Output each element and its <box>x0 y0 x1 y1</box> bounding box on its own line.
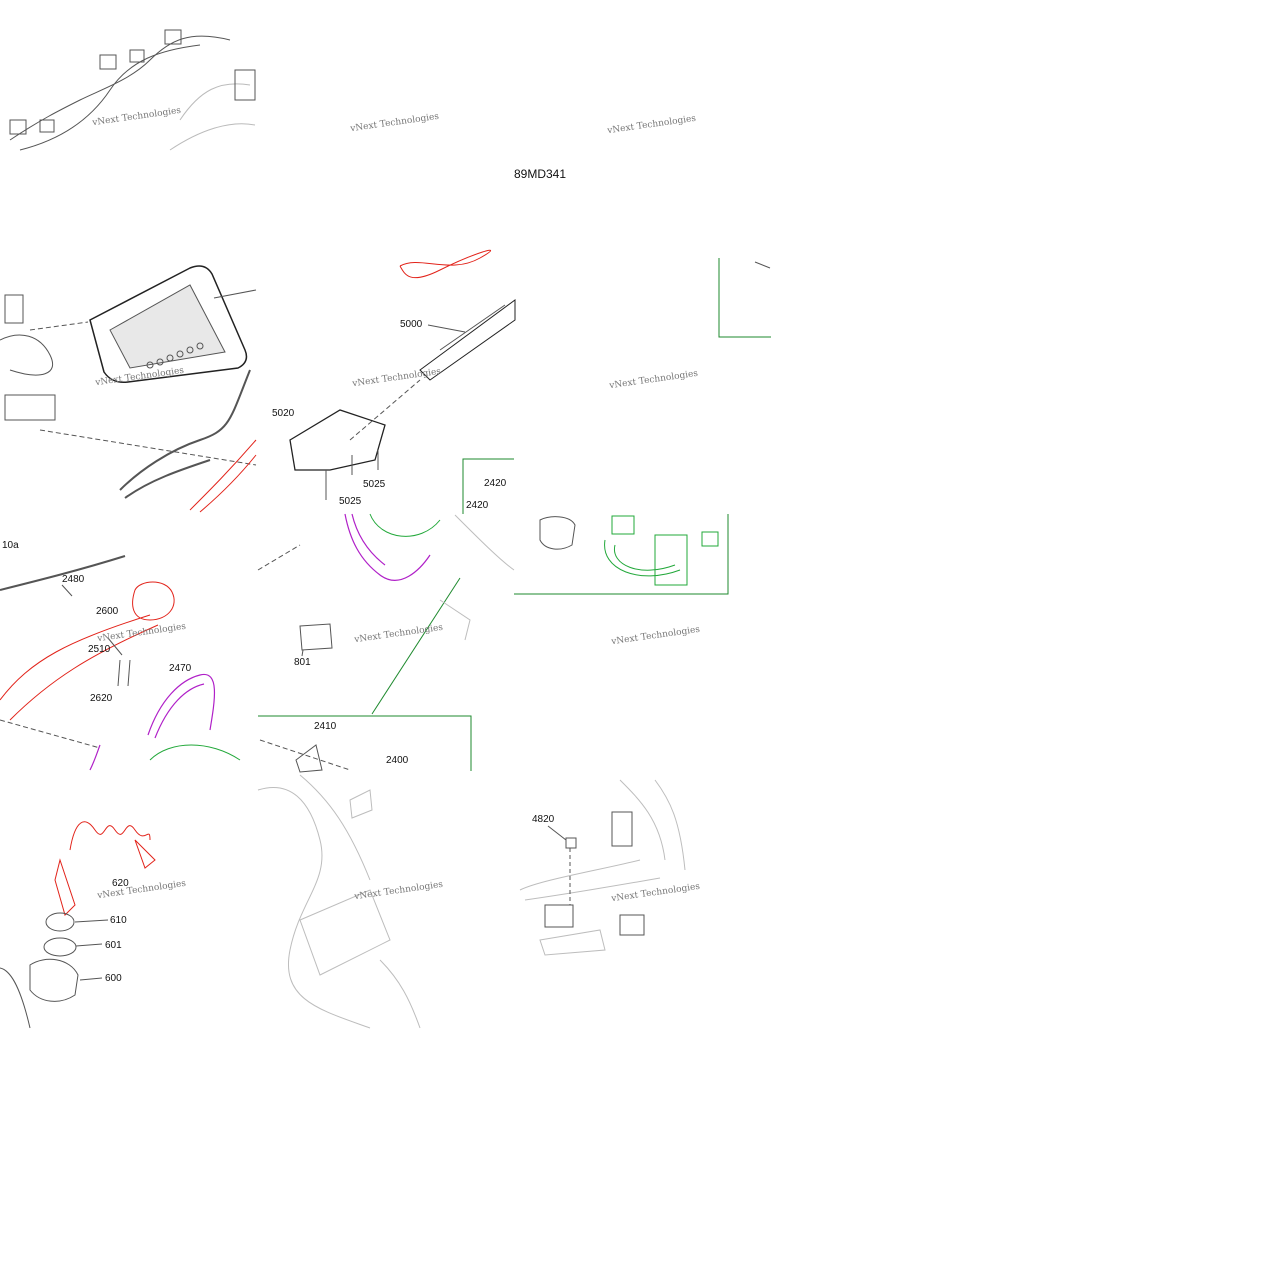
callout-4820: 4820 <box>532 814 555 825</box>
callout-2420: 2420 <box>484 478 507 489</box>
green-harness-right <box>149 513 719 761</box>
diagram-code: 89MD341 <box>514 167 567 181</box>
callout-5025: 5025 <box>339 496 362 507</box>
tether-cord <box>54 821 156 916</box>
instrument-cluster <box>0 265 257 499</box>
callout-10a: 10a <box>2 540 19 551</box>
red-wire-cluster <box>189 249 492 513</box>
callout-600: 600 <box>105 973 122 984</box>
callout-2400: 2400 <box>386 755 409 766</box>
frame-detail-upper <box>258 258 771 771</box>
callout-2620: 2620 <box>90 693 113 704</box>
callout-2420: 2420 <box>466 500 489 511</box>
callout-5025: 5025 <box>363 479 386 490</box>
callout-601: 601 <box>105 940 122 951</box>
relay-detail <box>544 811 645 936</box>
handlebar-control <box>289 299 516 500</box>
red-switch-2600 <box>0 581 175 721</box>
callout-620: 620 <box>112 878 129 889</box>
callout-2600: 2600 <box>96 606 119 617</box>
callout-5020: 5020 <box>272 408 295 419</box>
ignition-parts <box>0 516 576 1029</box>
callout-2470: 2470 <box>169 663 192 674</box>
main-harness-lower <box>257 514 686 1029</box>
callout-2510: 2510 <box>88 644 111 655</box>
purple-harness <box>89 513 431 771</box>
callout-2410: 2410 <box>314 721 337 732</box>
callout-5000: 5000 <box>400 319 423 330</box>
callout-801: 801 <box>294 657 311 668</box>
harness-top-left <box>9 29 256 151</box>
callout-610: 610 <box>110 915 127 926</box>
callout-2480: 2480 <box>62 574 85 585</box>
